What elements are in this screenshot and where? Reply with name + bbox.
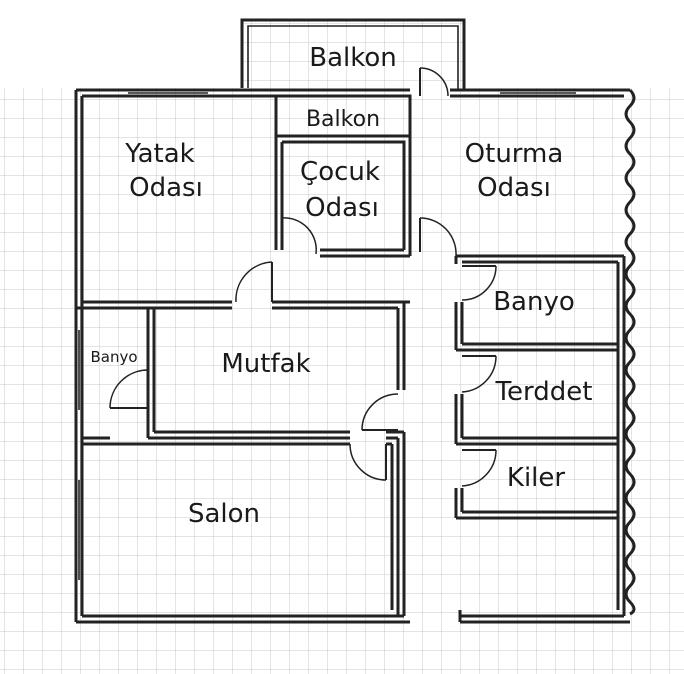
label-balkon-inner: Balkon — [306, 107, 380, 132]
label-cocuk-line2: Odası — [305, 193, 379, 223]
room-labels: Balkon Balkon Yatak Odası Çocuk Odası Ot… — [90, 43, 592, 529]
grid-background — [0, 88, 684, 674]
doors — [109, 67, 497, 487]
label-salon: Salon — [188, 499, 260, 529]
label-yatak-line2: Odası — [129, 173, 203, 203]
balcony-walls — [240, 18, 466, 90]
interior-walls — [76, 94, 626, 622]
label-kiler: Kiler — [507, 463, 565, 493]
label-balkon-outer: Balkon — [309, 43, 397, 73]
label-yatak-line1: Yatak — [124, 139, 194, 169]
label-oturma-line1: Oturma — [465, 139, 564, 169]
balcony-grid — [242, 20, 464, 90]
label-mutfak: Mutfak — [221, 349, 310, 379]
right-break-edge — [624, 88, 636, 616]
label-cocuk-line1: Çocuk — [300, 157, 380, 187]
windows — [78, 92, 576, 580]
outer-walls — [74, 88, 630, 624]
label-banyo-left: Banyo — [90, 348, 137, 366]
label-terddet: Terddet — [495, 377, 593, 407]
label-banyo-right: Banyo — [493, 287, 575, 317]
label-oturma-line2: Odası — [477, 173, 551, 203]
